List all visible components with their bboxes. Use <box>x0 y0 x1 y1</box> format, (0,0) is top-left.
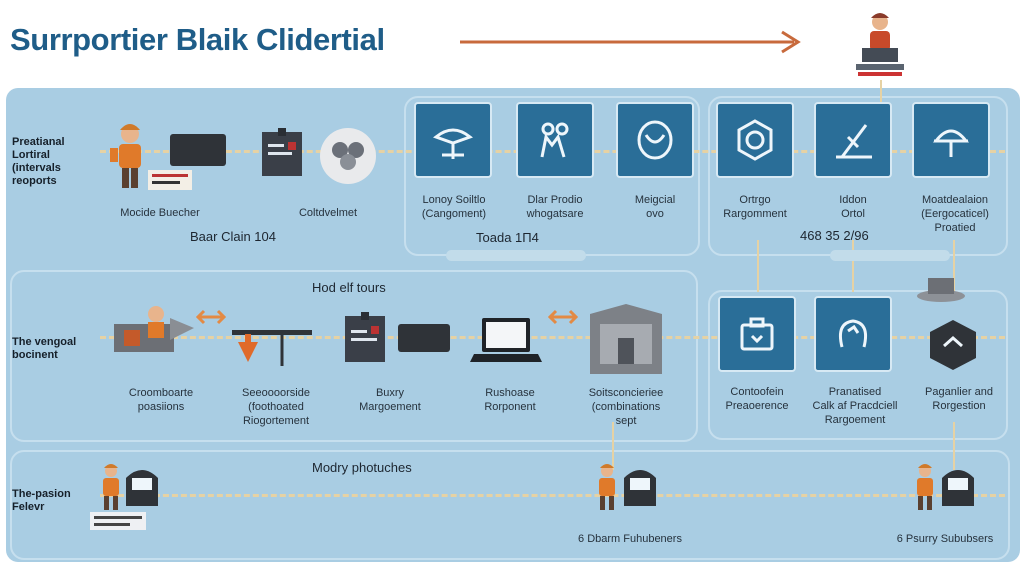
vertical-connector-2 <box>852 240 854 292</box>
section-title-top-right: 468 35 2/96 <box>800 228 869 243</box>
kiosk-icon <box>942 470 974 506</box>
section-title-middle: Hod elf tours <box>312 280 386 295</box>
laptop-icon <box>470 318 542 362</box>
vertical-connector-6 <box>953 422 955 470</box>
coin-icon <box>320 128 376 184</box>
tile-0[interactable] <box>414 102 492 178</box>
worker-machine-icon <box>114 306 194 352</box>
top-right-bar <box>830 250 950 261</box>
double-arrow-icon <box>196 309 226 325</box>
worker-icon <box>110 124 141 188</box>
middle-tile-1[interactable] <box>814 296 892 372</box>
coin-label: Coltdvelmet <box>298 207 358 219</box>
tile-2[interactable] <box>616 102 694 178</box>
tile-label-3: Ortrgo Rargomment <box>723 194 787 220</box>
tile-1[interactable] <box>516 102 594 178</box>
kiosk-icon <box>126 470 158 506</box>
hexagon-icon <box>737 119 773 161</box>
tile-label-1: Dlar Prodio whogatsare <box>526 194 584 220</box>
vertical-connector-1 <box>757 240 759 292</box>
middle-row-connector <box>100 336 1005 339</box>
horseshoe-icon <box>838 319 868 348</box>
tablet-icon <box>170 134 226 166</box>
page-title: Surrportier Blaik Clidertial <box>10 22 385 57</box>
section-title-top-center: Toada 1Π4 <box>476 230 539 245</box>
tile-4[interactable] <box>814 102 892 178</box>
vertical-connector-5 <box>612 422 614 470</box>
right-arrow-icon <box>460 30 801 54</box>
sign-tag-icon <box>148 170 192 190</box>
worker-at-desk-icon <box>856 13 904 76</box>
tile-5[interactable] <box>912 102 990 178</box>
row-label-bottom: The-pasion Felevr <box>12 488 71 513</box>
middle-label-3: Rushoase Rorponent <box>484 387 536 413</box>
machinery-icon <box>917 278 965 302</box>
person-label: Mocide Buecher <box>120 207 200 219</box>
top-center-bar <box>446 250 586 261</box>
tile-label-4: Iddon Ortol <box>839 194 867 220</box>
tile-label-2: Meigcial ovo <box>634 194 676 220</box>
tile-label-0: Lonoy Soiltlo (Cangoment) <box>421 194 487 220</box>
crane-icon <box>836 124 872 159</box>
people-icon <box>540 122 569 158</box>
worker-icon <box>599 464 615 510</box>
row-label-middle: The vengoal bocinent <box>12 336 77 361</box>
tent-icon <box>432 128 474 159</box>
middle-tile-label-0: Contoofein Preaoerence <box>725 386 789 412</box>
vertical-connector-3 <box>953 240 955 292</box>
middle-panel <box>10 270 698 442</box>
worker-icon <box>103 464 119 510</box>
tile-label-5: Moatdealaion (Eergocaticel) Proatied <box>921 194 989 234</box>
middle-label-2: Buxry Margoement <box>359 387 421 413</box>
tablet-icon <box>398 324 450 352</box>
worker-icon <box>917 464 933 510</box>
hexagon-shield-icon <box>930 320 976 370</box>
double-arrow-icon <box>548 309 578 325</box>
section-title-top-left: Baar Clain 104 <box>190 229 276 244</box>
bottom-row-connector <box>100 494 1005 497</box>
middle-tile-label-2: Paganlier and Rorgestion <box>925 386 993 412</box>
shield-icon <box>637 120 673 160</box>
document-icon <box>345 312 385 362</box>
section-title-bottom: Modry photuches <box>312 460 412 475</box>
row-label-top: Preatianal Lortiral (intervals reoports <box>12 136 65 187</box>
down-arrow-icon <box>232 330 312 366</box>
vertical-connector-4 <box>880 80 882 104</box>
bottom-panel <box>10 450 1010 560</box>
bottom-center-label: 6 Dbarm Fuhubeners <box>578 533 682 545</box>
sign-tag-icon <box>90 512 146 530</box>
building-icon <box>590 304 662 374</box>
helmet-icon <box>932 129 970 157</box>
middle-right-panel <box>708 290 1008 440</box>
tile-3[interactable] <box>716 102 794 178</box>
middle-label-4: Soitsconcieriee (combinations sept <box>588 387 664 427</box>
kiosk-icon <box>624 470 656 506</box>
middle-tile-0[interactable] <box>718 296 796 372</box>
document-icon <box>262 128 302 176</box>
bottom-right-label: 6 Psurry Sububsers <box>896 533 994 545</box>
middle-label-1: Seeoooorside (foothoated Riogortement <box>242 387 310 427</box>
middle-label-0: Croomboarte poasiions <box>128 387 194 413</box>
middle-tile-label-1: Pranatised Calk af Pracdciell Rargoement <box>812 386 898 426</box>
first-aid-kit-icon <box>740 317 774 351</box>
